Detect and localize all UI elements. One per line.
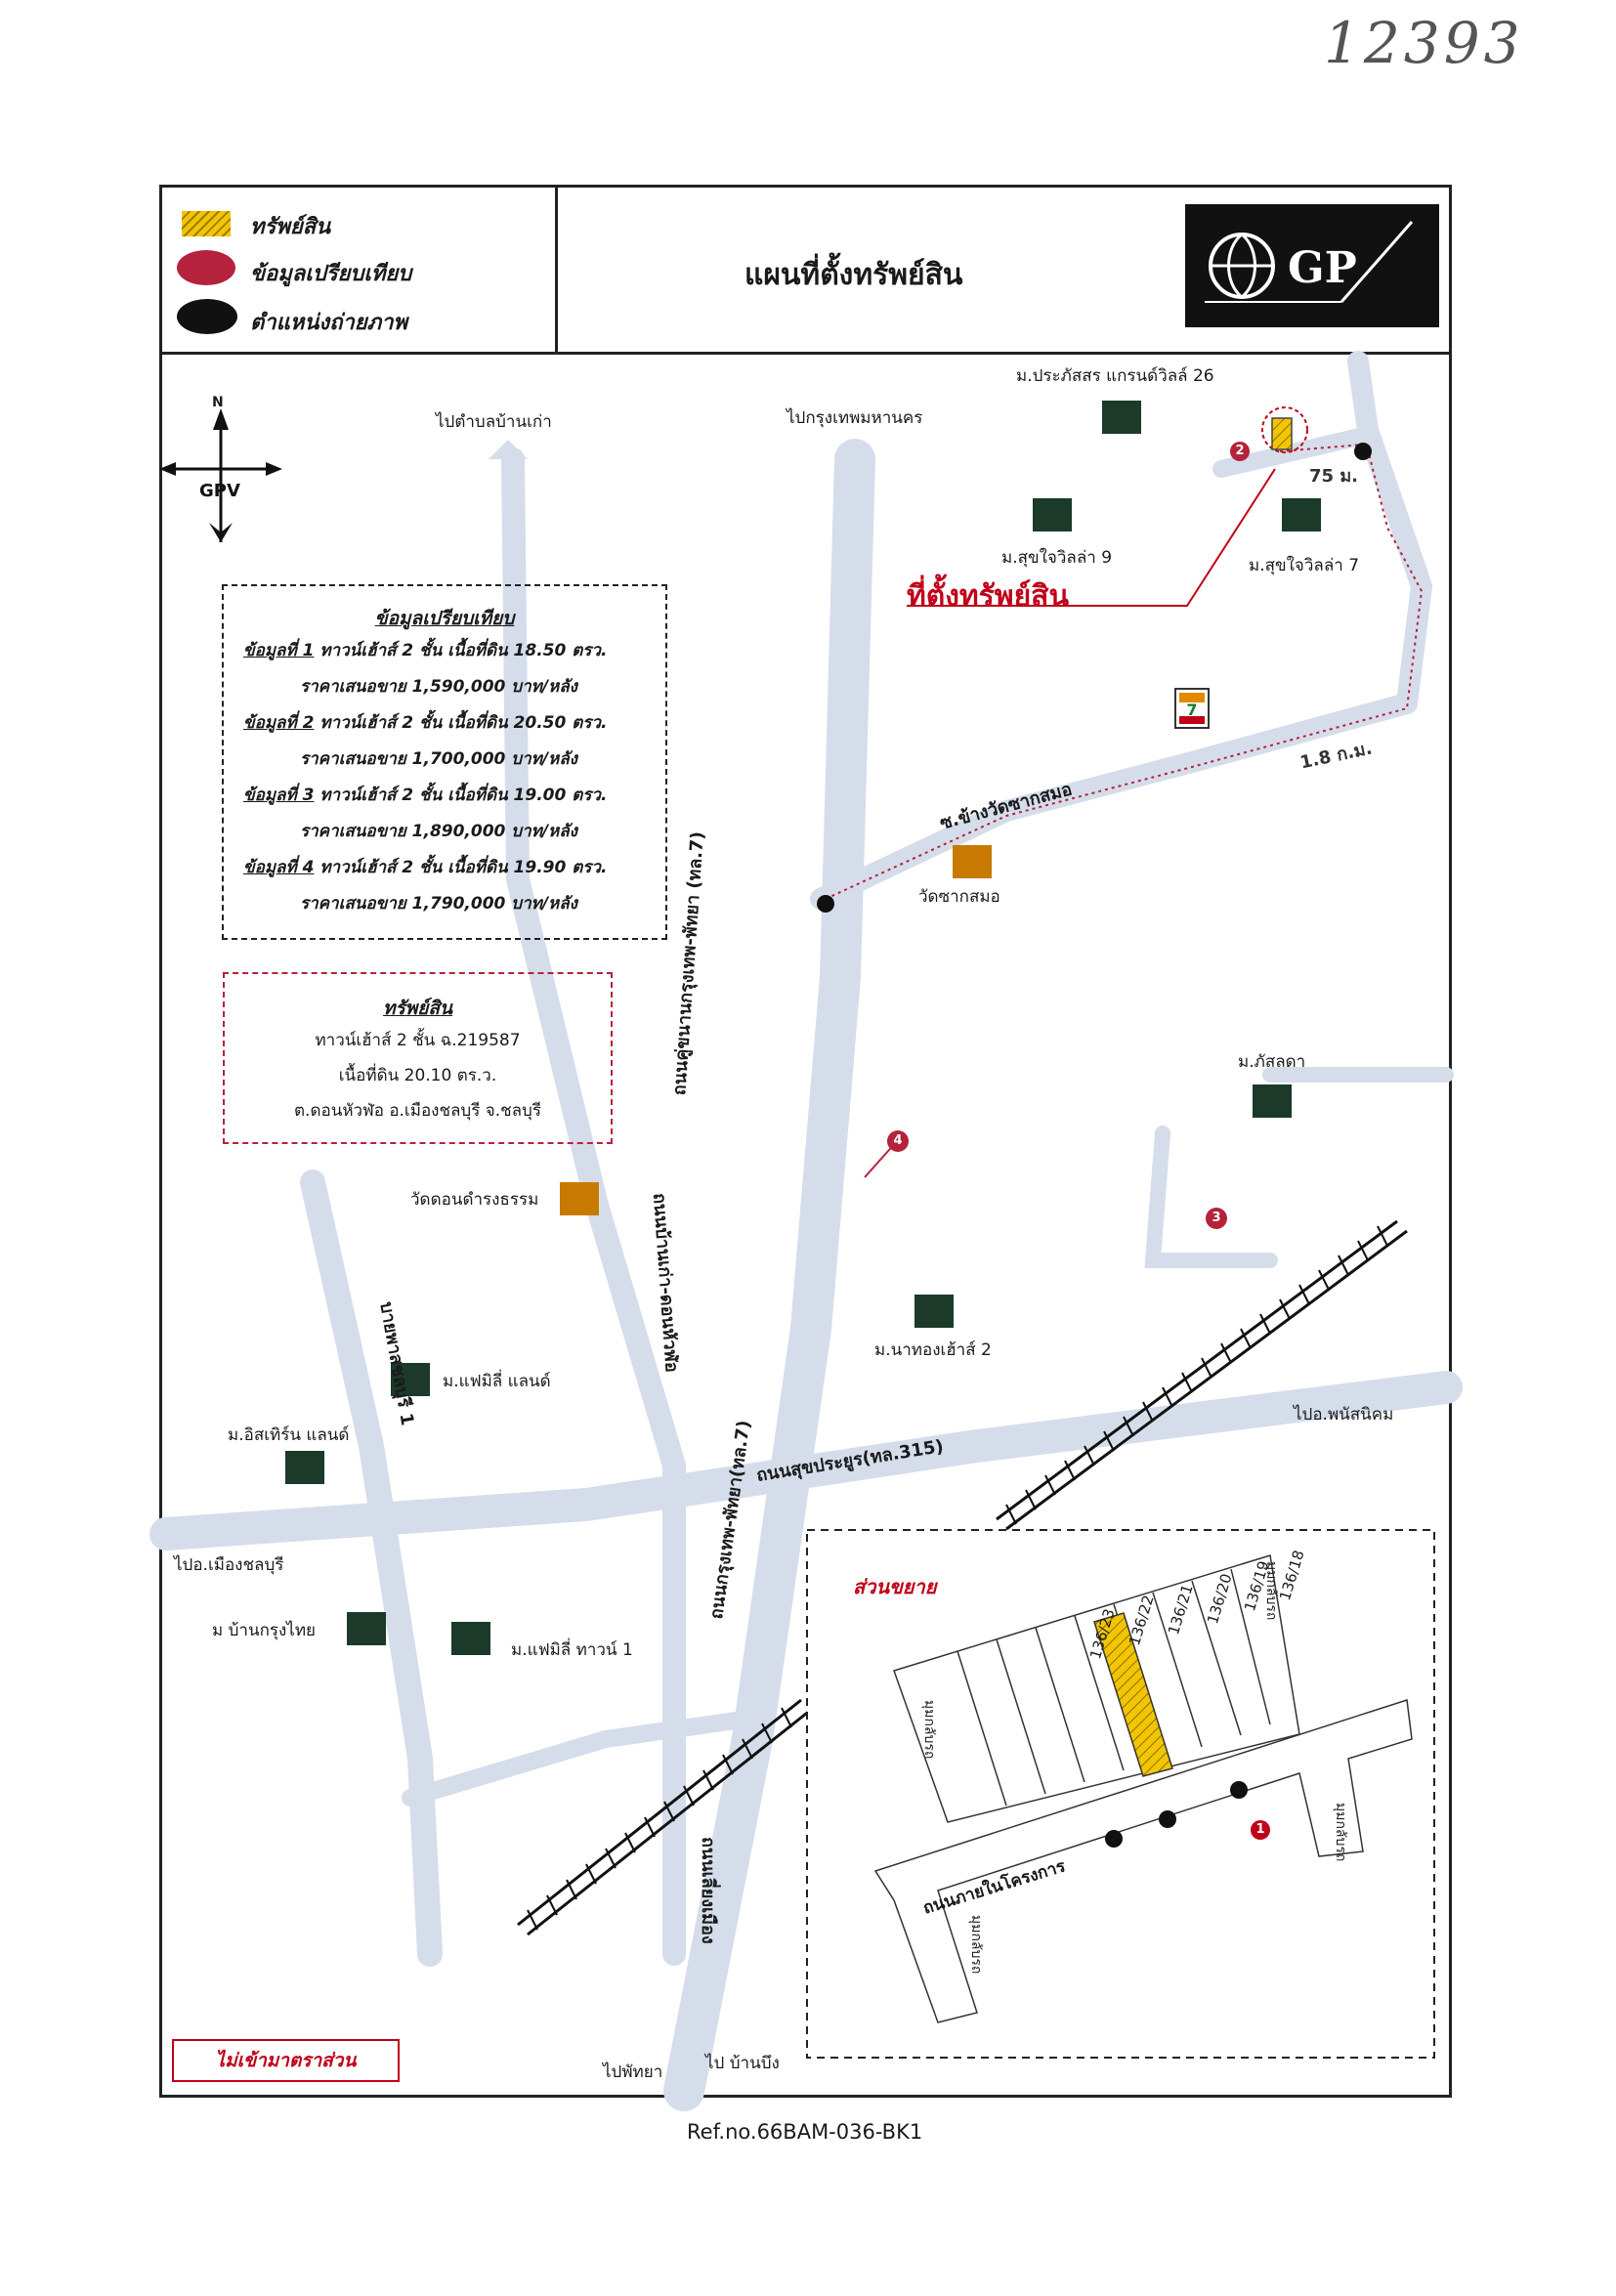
place-to-mueang: ไปอ.เมืองชลบุรี [174,1555,284,1575]
comparables-box: ข้อมูลเปรียบเทียบ ข้อมูลที่ 1 ทาวน์เฮ้าส… [222,584,667,940]
place-family-land: ม.แฟมิลี่ แลนด์ [443,1372,551,1391]
property-location-label: ที่ตั้งทรัพย์สิน [907,579,1069,614]
distance-75m: 75 ม. [1309,466,1359,487]
page-title: แผนที่ตั้งทรัพย์สิน [744,258,963,292]
inset-corner: มุมกลับรถ [1333,1803,1348,1862]
comparable-price: ราคาเสนอขาย 1,790,000 บาท/หลัง [300,894,577,914]
place-na-thong: ม.นาทองเฮ้าส์ 2 [874,1340,992,1360]
company-logo: GP [1185,204,1439,327]
legend-photo-position: ตำแหน่งถ่ายภาพ [250,311,408,335]
inset-title: ส่วนขยาย [853,1575,937,1598]
place-bhassada: ม.ภัสลดา [1238,1052,1306,1072]
comparable-item: ข้อมูลที่ 2 ทาวน์เฮ้าส์ 2 ชั้น เนื้อที่ด… [243,713,608,733]
place-eastern-land: ม.อิสเทิร์น แลนด์ [228,1425,350,1445]
place-wat-don: วัดดอนดำรงธรรม [410,1190,539,1210]
header-vdivider [555,185,558,353]
comparables-heading: ข้อมูลเปรียบเทียบ [374,608,515,629]
compass-brand: GPV [199,481,240,501]
legend-comparable: ข้อมูลเปรียบเทียบ [250,262,412,286]
comparable-item: ข้อมูลที่ 1 ทาวน์เฮ้าส์ 2 ชั้น เนื้อที่ด… [243,641,608,660]
place-to-pattaya: ไปพัทยา [603,2062,663,2082]
place-sukjai7: ม.สุขใจวิลล่า 7 [1249,556,1360,575]
camera-icon [177,299,237,334]
reference-number: Ref.no.66BAM-036-BK1 [687,2120,923,2144]
comparable-marker: 4 [887,1130,909,1152]
header-divider [159,352,1449,355]
inset-corner: มุมกลับรถ [968,1915,984,1975]
comparable-marker: 2 [1230,442,1250,461]
place-to-bangkok: ไปกรุงเทพมหานคร [787,408,923,428]
property-box: ทรัพย์สิน ทาวน์เฮ้าส์ 2 ชั้น ฉ.219587 เน… [223,972,613,1144]
place-ban-krung-thai: ม บ้านกรุงไทย [212,1621,317,1640]
comparable-item: ข้อมูลที่ 4 ทาวน์เฮ้าส์ 2 ชั้น เนื้อที่ด… [243,858,608,877]
comparables-list: ข้อมูลที่ 1 ทาวน์เฮ้าส์ 2 ชั้น เนื้อที่ด… [224,633,665,922]
comparable-price: ราคาเสนอขาย 1,700,000 บาท/หลัง [300,749,577,769]
property-line3: ต.ดอนหัวฬ่อ อ.เมืองชลบุรี จ.ชลบุรี [294,1101,541,1121]
place-prapassorn: ม.ประภัสสร แกรนด์วิลล์ 26 [1016,366,1214,386]
logo-text: GP [1288,243,1357,293]
place-to-tambon-ban-kao: ไปตำบลบ้านเก่า [436,412,552,432]
property-line1: ทาวน์เฮ้าส์ 2 ชั้น ฉ.219587 [315,1031,521,1050]
svg-text:7: 7 [1186,701,1197,719]
scale-note: ไม่เข้ามาตราส่วน [172,2039,400,2082]
place-to-phanat: ไปอ.พนัสนิคม [1294,1405,1394,1424]
inset-corner: มุมกลับรถ [921,1700,937,1760]
place-family-town: ม.แฟมิลี่ ทาวน์ 1 [511,1640,633,1660]
property-heading: ทรัพย์สิน [383,998,452,1019]
road-kao-sub: ถนนเลี่ยงเมือง [698,1837,718,1944]
comparable-marker: 3 [1206,1208,1227,1229]
place-to-ban-bueng: ไป บ้านบึง [705,2054,780,2073]
place-wat-sak-samo: วัดซากสมอ [918,887,1000,907]
map-frame [159,185,1452,2098]
legend-property-swatch [182,211,231,236]
comparable-price: ราคาเสนอขาย 1,590,000 บาท/หลัง [300,677,577,697]
legend-property: ทรัพย์สิน [250,215,331,239]
compass-north: N [212,395,224,410]
comparable-marker: 1 [1251,1820,1270,1840]
comparable-price: ราคาเสนอขาย 1,890,000 บาท/หลัง [300,822,577,841]
place-sukjai9: ม.สุขใจวิลล่า 9 [1001,548,1113,568]
comparable-item: ข้อมูลที่ 3 ทาวน์เฮ้าส์ 2 ชั้น เนื้อที่ด… [243,786,608,805]
legend-comparable-swatch [177,250,235,285]
property-line2: เนื้อที่ดิน 20.10 ตร.ว. [338,1066,497,1085]
handwritten-number: 12393 [1324,10,1524,76]
